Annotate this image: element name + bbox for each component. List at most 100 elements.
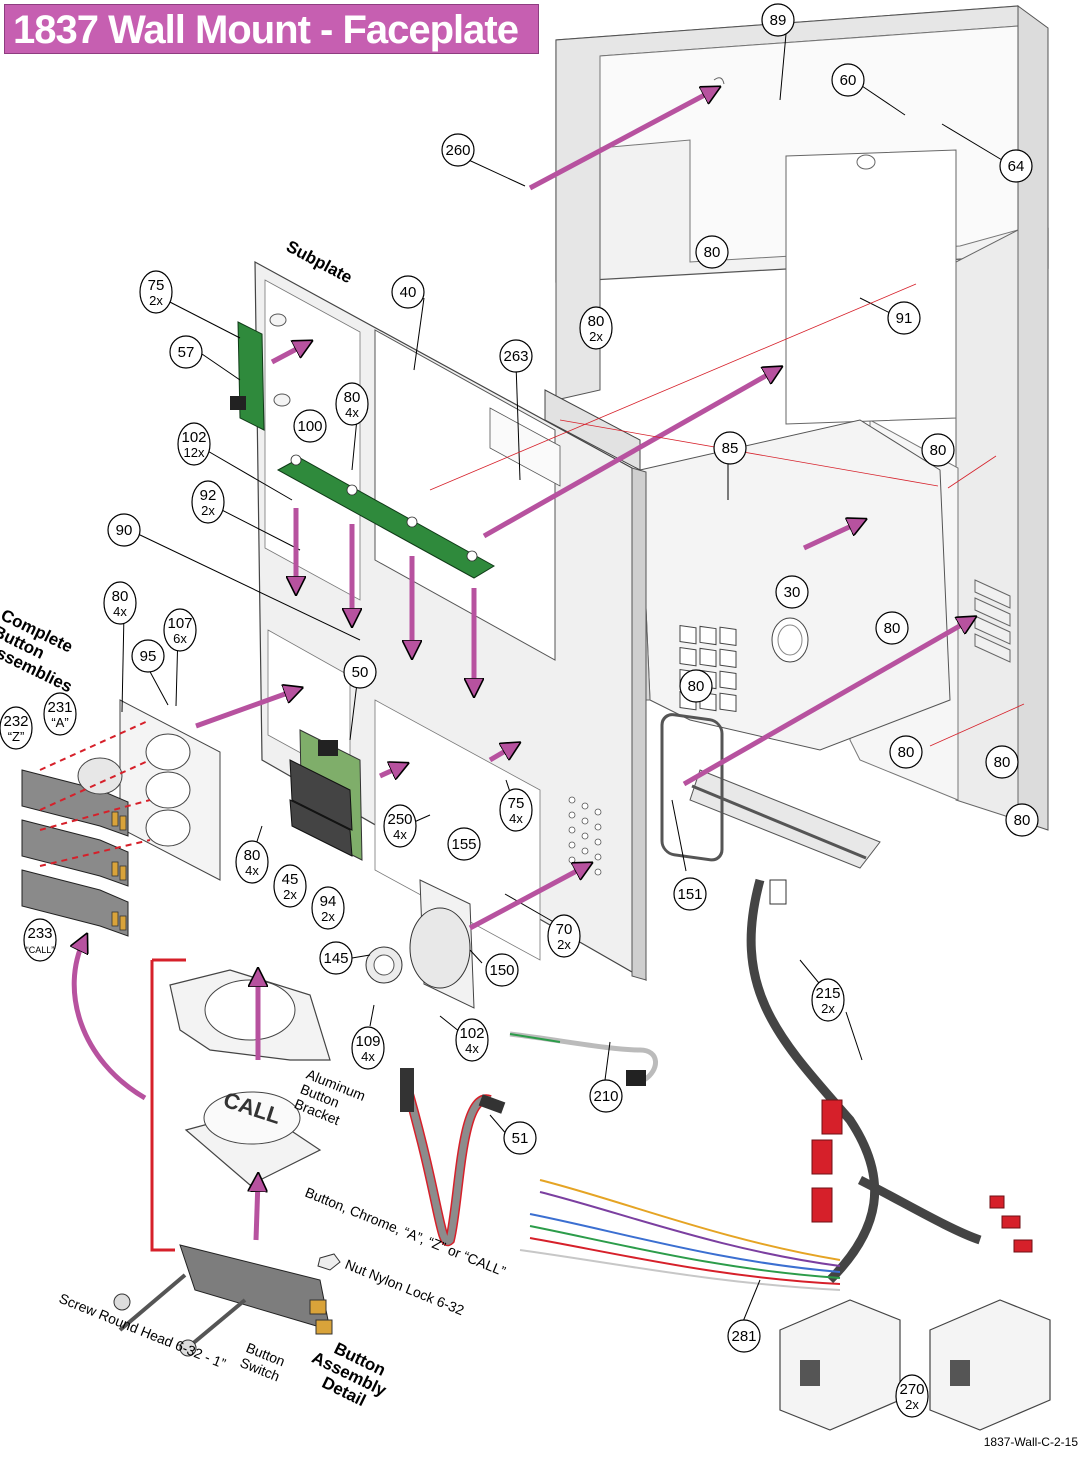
callout-bubble xyxy=(319,941,353,975)
callout-number: 80 xyxy=(688,678,705,695)
callout-263: 263 xyxy=(499,339,533,373)
callout-bubble xyxy=(921,433,955,467)
callout-bubble xyxy=(895,1374,929,1418)
small-pcb xyxy=(230,313,291,431)
callout-group: 8960642608091802x40263752x57804x10010212… xyxy=(0,3,1039,1418)
callout-number: 80 xyxy=(994,754,1011,771)
callout-80: 80 xyxy=(985,745,1019,779)
callout-155: 155 xyxy=(447,827,481,861)
callout-number: 250 xyxy=(387,811,412,828)
callout-bubble xyxy=(727,1319,761,1353)
callout-95: 95 xyxy=(131,639,165,673)
callout-number: 94 xyxy=(320,893,337,910)
callout-number: 210 xyxy=(593,1088,618,1105)
callout-100: 100 xyxy=(293,409,327,443)
callout-quantity: 4x xyxy=(361,1049,375,1064)
callout-bubble xyxy=(139,270,173,314)
callout-bubble xyxy=(447,827,481,861)
callout-bubble xyxy=(831,63,865,97)
screw-note: Screw Round Head 6-32 - 1” xyxy=(57,1290,229,1372)
callout-quantity: 6x xyxy=(173,631,187,646)
title-banner: 1837 Wall Mount - Faceplate xyxy=(4,4,539,54)
callout-number: 60 xyxy=(840,72,857,89)
callout-bubble xyxy=(695,235,729,269)
callout-quantity: 4x xyxy=(465,1041,479,1056)
callout-number: 102 xyxy=(181,429,206,446)
callout-bubble xyxy=(343,655,377,689)
callout-quantity: 2x xyxy=(905,1397,919,1412)
callout-number: 89 xyxy=(770,12,787,29)
callout-quantity: “Z” xyxy=(8,729,25,744)
main-pcb xyxy=(289,729,363,861)
nut-note: Nut Nylon Lock 6-32 xyxy=(343,1256,467,1318)
callout-bubble xyxy=(1005,803,1039,837)
callout-85: 85 xyxy=(713,431,747,465)
callout-number: 155 xyxy=(451,836,476,853)
callout-number: 80 xyxy=(588,313,605,330)
callout-number: 233 xyxy=(27,925,52,942)
callout-bubble xyxy=(485,953,519,987)
callout-number: 232 xyxy=(3,713,28,730)
callout-50: 50 xyxy=(343,655,377,689)
callout-231: 231“A” xyxy=(43,692,77,736)
callout-number: 231 xyxy=(47,699,72,716)
callout-quantity: 2x xyxy=(149,293,163,308)
callout-quantity: 4x xyxy=(345,405,359,420)
callout-quantity: 2x xyxy=(321,909,335,924)
callout-bubble xyxy=(811,978,845,1022)
callout-60: 60 xyxy=(831,63,865,97)
button-detail xyxy=(113,958,341,1357)
callout-bubble xyxy=(679,669,713,703)
callout-40: 40 xyxy=(391,275,425,309)
callout-quantity: 2x xyxy=(821,1001,835,1016)
document-number: 1837-Wall-C-2-15 xyxy=(983,1435,1078,1449)
callout-quantity: 2x xyxy=(557,937,571,952)
callout-number: 100 xyxy=(297,418,322,435)
page-title: 1837 Wall Mount - Faceplate xyxy=(13,8,519,52)
callout-bubble xyxy=(191,480,225,524)
callout-quantity: “CALL” xyxy=(26,945,55,955)
callout-51: 51 xyxy=(503,1121,537,1155)
callout-bubble xyxy=(103,581,137,625)
callout-bubble xyxy=(131,639,165,673)
button-assemblies xyxy=(21,757,129,937)
callout-bubble xyxy=(43,692,77,736)
callout-bubble xyxy=(169,335,203,369)
callout-number: 151 xyxy=(677,886,702,903)
callout-30: 30 xyxy=(775,575,809,609)
button-plate xyxy=(119,699,221,881)
callout-57: 57 xyxy=(169,335,203,369)
callout-bubble xyxy=(293,409,327,443)
callout-bubble xyxy=(335,382,369,426)
callout-number: 80 xyxy=(112,588,129,605)
callout-quantity: 12x xyxy=(184,445,205,460)
callout-bubble xyxy=(311,886,345,930)
callout-bubble xyxy=(163,608,197,652)
callout-number: 281 xyxy=(731,1328,756,1345)
callout-233: 233 “CALL” xyxy=(23,918,57,962)
callout-bubble xyxy=(499,788,533,832)
callout-number: 80 xyxy=(344,389,361,406)
callout-260: 260 xyxy=(441,133,475,167)
callout-64: 64 xyxy=(999,149,1033,183)
callout-bubble xyxy=(713,431,747,465)
callout-bubble xyxy=(177,422,211,466)
callout-number: 150 xyxy=(489,962,514,979)
callout-281: 281 xyxy=(727,1319,761,1353)
callout-quantity: 4x xyxy=(393,827,407,842)
callout-quantity: 2x xyxy=(201,503,215,518)
hinge-assembly xyxy=(660,713,881,869)
callout-number: 80 xyxy=(704,244,721,261)
callout-number: 92 xyxy=(200,487,217,504)
callout-90: 90 xyxy=(107,513,141,547)
callout-bubble xyxy=(775,575,809,609)
phone-cable xyxy=(509,1031,658,1086)
callout-80: 80 xyxy=(695,235,729,269)
callout-145: 145 xyxy=(319,941,353,975)
